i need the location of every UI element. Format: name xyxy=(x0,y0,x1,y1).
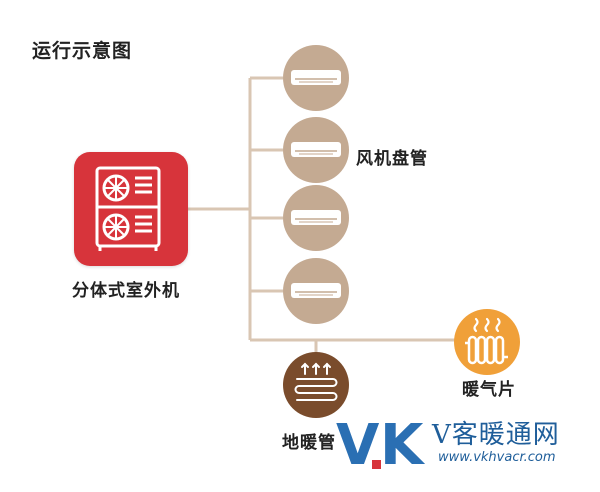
page-title: 运行示意图 xyxy=(32,40,133,62)
watermark-name: V客暖通网 xyxy=(432,420,560,450)
fan-coil-unit-1 xyxy=(283,45,349,111)
fan-coil-unit-4 xyxy=(283,258,349,324)
watermark-url: www.vkhvacr.com xyxy=(438,450,556,465)
outdoor-unit-card xyxy=(74,152,188,266)
watermark-logo-k: K xyxy=(380,414,426,470)
floor-heating-node xyxy=(283,352,349,418)
fan-coil-unit-2 xyxy=(283,117,349,183)
outdoor-unit-label: 分体式室外机 xyxy=(72,281,180,301)
fan-coil-unit-3 xyxy=(283,185,349,251)
split-ac-indoor-unit-icon xyxy=(291,210,341,225)
radiator-heat-icon xyxy=(465,317,508,365)
watermark-logo: V K xyxy=(336,414,426,470)
fan-coil-label: 风机盘管 xyxy=(356,149,428,169)
floor-heating-label: 地暖管 xyxy=(282,433,336,453)
outdoor-ac-unit-icon xyxy=(95,166,161,251)
radiator-node xyxy=(454,309,520,375)
split-ac-indoor-unit-icon xyxy=(291,70,341,85)
floor-heating-coil-icon xyxy=(294,362,338,401)
split-ac-indoor-unit-icon xyxy=(291,283,341,298)
radiator-label: 暖气片 xyxy=(462,380,516,400)
split-ac-indoor-unit-icon xyxy=(291,142,341,157)
